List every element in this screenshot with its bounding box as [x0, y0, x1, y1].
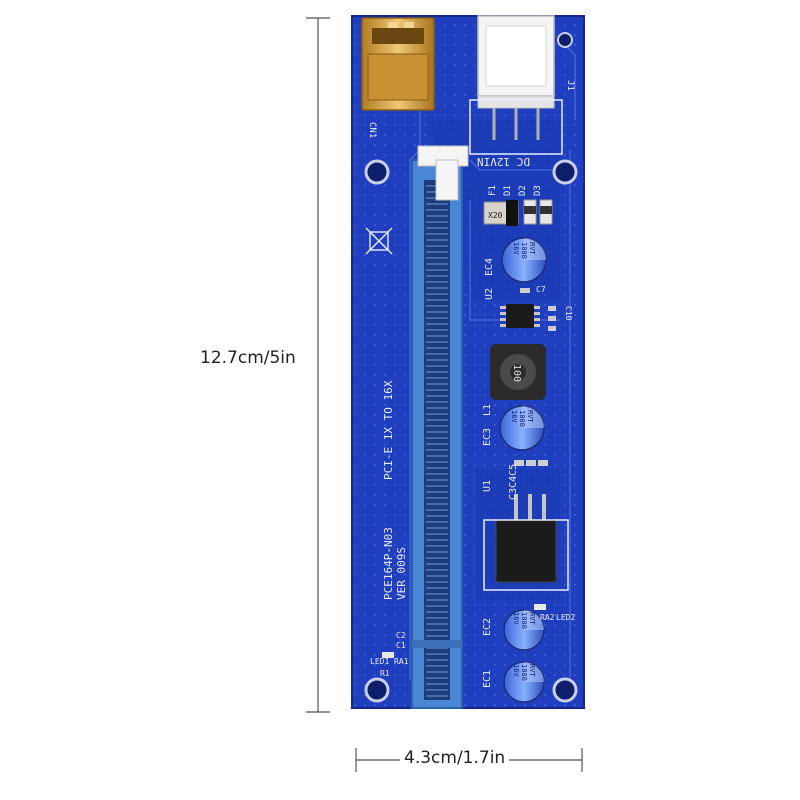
silk-f1: F1	[488, 185, 498, 196]
inductor-l1	[490, 344, 546, 400]
cap-ec2-line1: 1000	[520, 612, 528, 629]
silk-u2: U2	[484, 288, 495, 300]
cap-ec3-line2: 16V	[510, 410, 518, 423]
pcb-board	[351, 15, 585, 709]
cap-ec2-line3: RVT	[528, 612, 536, 625]
silk-version: VER 009S	[395, 547, 408, 600]
silk-d2: D2	[518, 185, 528, 196]
width-dimension-label: 4.3cm/1.7in	[400, 748, 510, 768]
cap-ec2-line2: 16V	[512, 612, 520, 625]
silk-ec2: EC2	[482, 618, 493, 636]
cap-ec4-line1: 1000	[520, 242, 528, 259]
molex-power-connector	[469, 15, 563, 155]
silk-power-label: DC 12VIN	[477, 155, 530, 168]
cap-ec4-line3: RVT	[528, 242, 536, 255]
silk-model: PCE164P-N03	[382, 527, 395, 600]
silk-d3: D3	[533, 185, 543, 196]
cap-ec1-line3: RVT	[528, 664, 536, 677]
silk-ec1: EC1	[482, 670, 493, 688]
mounting-holes	[364, 32, 578, 703]
silk-c3c4c5: C3C4C5	[508, 464, 519, 500]
silk-ra1: RA1	[394, 657, 409, 666]
silk-led1: LED1	[370, 657, 389, 666]
smd-capacitors	[514, 460, 548, 466]
cap-ec4-line2: 16V	[512, 242, 520, 255]
capacitor-ec4	[501, 237, 547, 283]
regulator-u1	[483, 494, 569, 591]
silk-led2: LED2	[556, 613, 575, 622]
silk-u1: U1	[482, 480, 493, 492]
silk-l1: L1	[482, 404, 493, 416]
fuse-diode-area	[483, 199, 553, 226]
capacitor-ec2	[503, 609, 545, 651]
silk-c2: C2	[396, 631, 406, 640]
silk-ec3: EC3	[482, 428, 493, 446]
silk-c1: C1	[396, 641, 406, 650]
chip-u2	[500, 288, 556, 331]
cap-ec1-line2: 16V	[512, 664, 520, 677]
height-dimension-label: 12.7cm/5in	[200, 342, 296, 374]
silk-r1: R1	[380, 669, 390, 678]
inductor-marking: 100	[511, 364, 522, 382]
silk-ec4: EC4	[484, 258, 495, 276]
cap-ec3-line1: 1000	[518, 410, 526, 427]
usb-connector	[361, 17, 435, 111]
silk-c7: C7	[536, 285, 546, 294]
cap-ec3-line3: RVT	[526, 410, 534, 423]
capacitor-ec3	[499, 405, 545, 451]
silk-d1: D1	[503, 185, 513, 196]
silk-connector-label: J1	[565, 80, 575, 91]
cap-ec1-line1: 1000	[520, 664, 528, 681]
capacitor-ec1	[503, 661, 545, 703]
fuse-marking: X20	[488, 211, 503, 220]
led-indicators	[382, 604, 546, 658]
silk-c10: C10	[564, 306, 573, 321]
silk-usb-label: CN1	[367, 122, 377, 138]
height-dimension	[306, 17, 330, 713]
pcie-slot	[411, 145, 469, 709]
slot-pins	[426, 185, 448, 697]
silk-ra2: RA2	[540, 613, 555, 622]
silk-slot-text: PCI-E 1X TO 16X	[382, 380, 395, 480]
weee-icon	[365, 227, 393, 255]
